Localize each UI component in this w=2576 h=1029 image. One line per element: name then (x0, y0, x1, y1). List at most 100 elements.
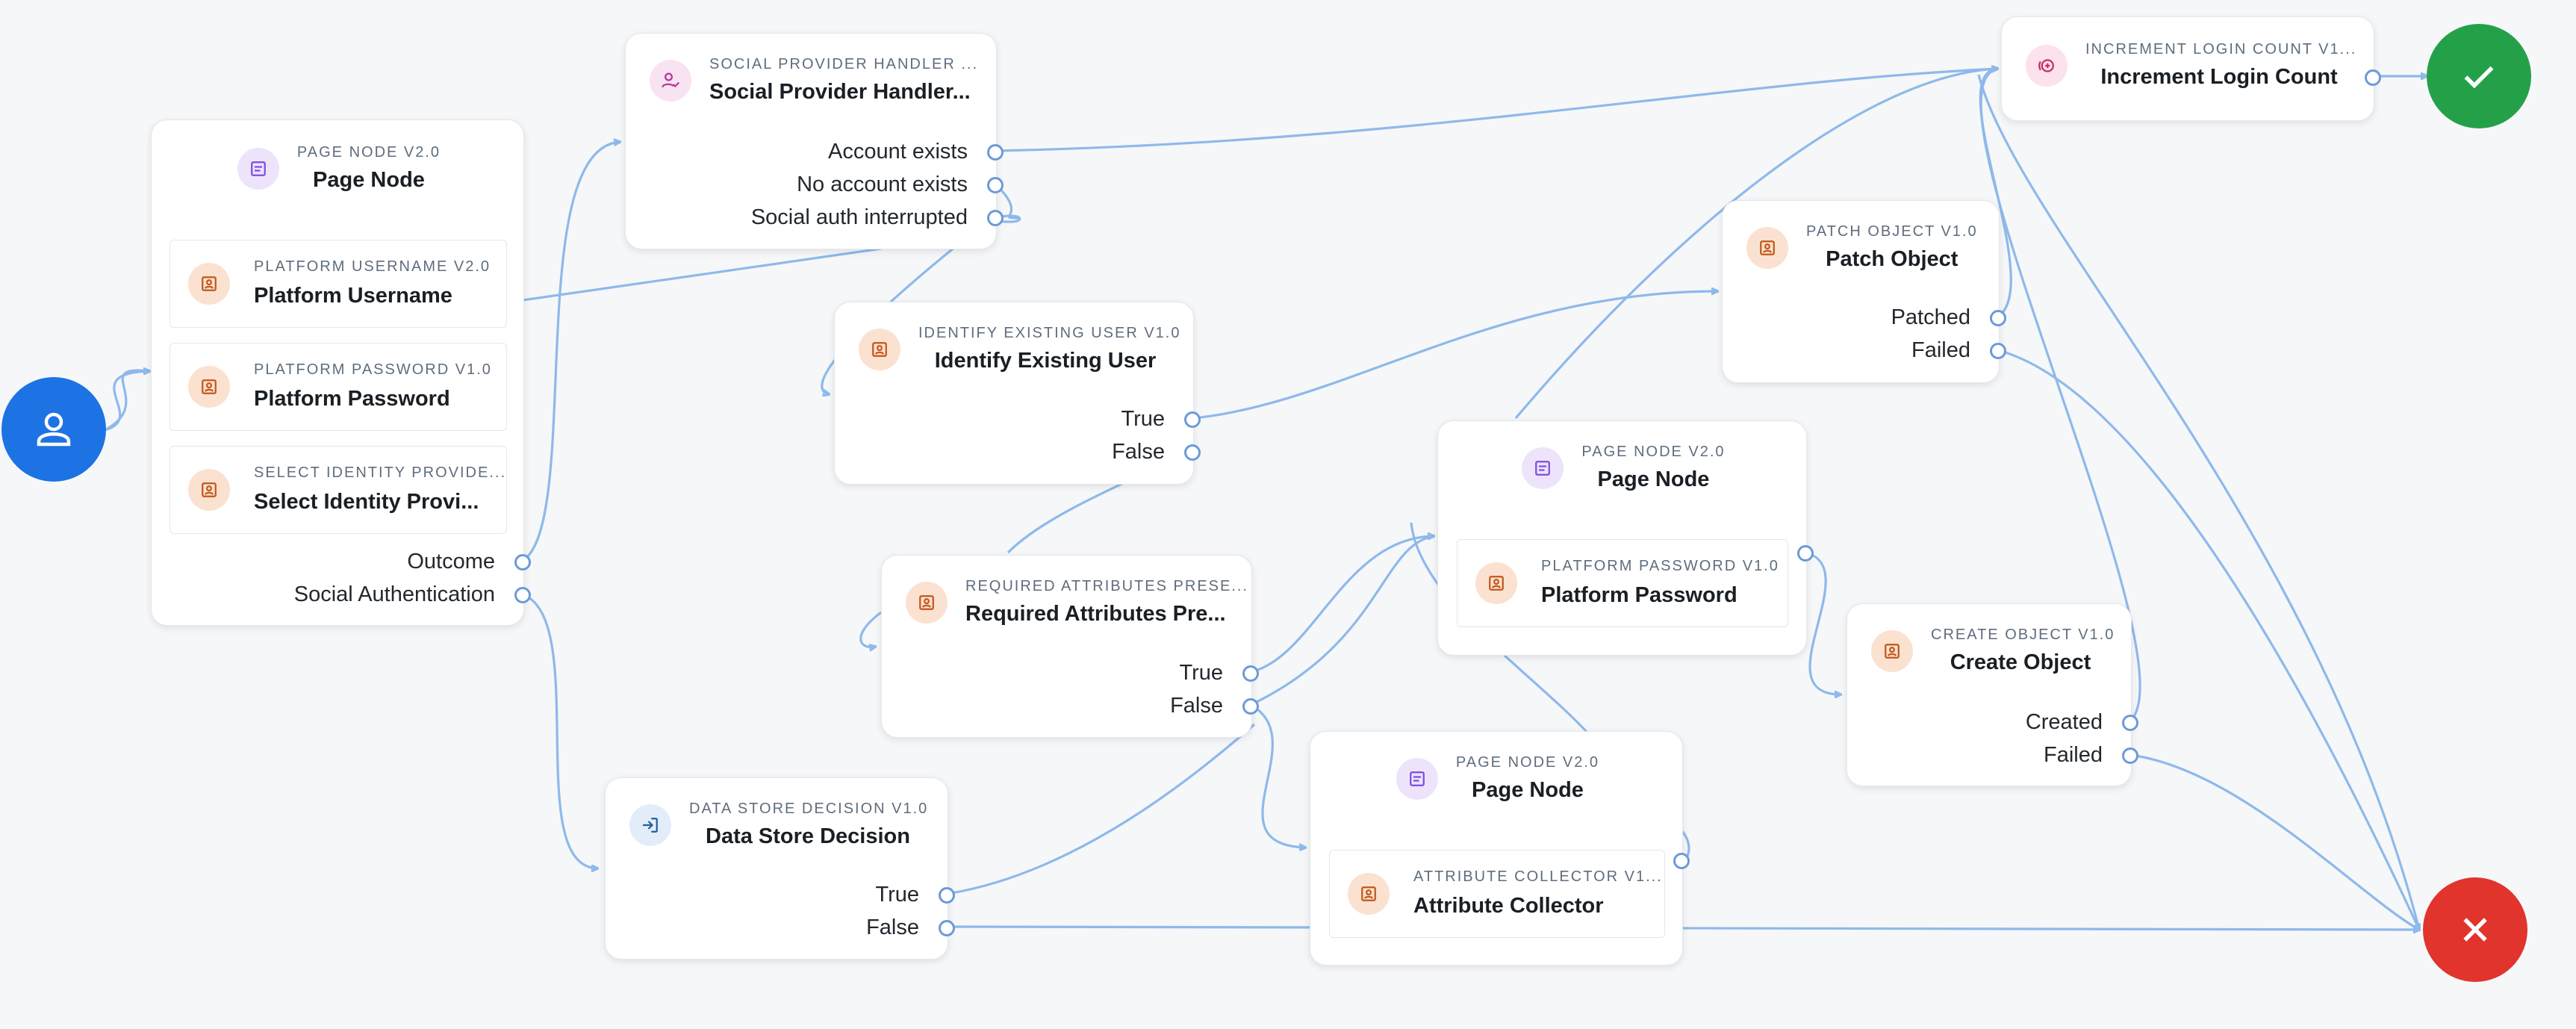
outcome-port-false[interactable]: False (1112, 435, 1201, 468)
outcome-label: Account exists (828, 140, 968, 164)
identify-existing-user-node[interactable]: IDENTIFY EXISTING USER V1.0 Identify Exi… (834, 302, 1201, 485)
outcome-port-failed[interactable]: Failed (1891, 334, 2006, 367)
child-subtitle: ATTRIBUTE COLLECTOR V1... (1413, 868, 1663, 885)
start-node[interactable] (1, 377, 106, 482)
failure-node[interactable] (2423, 877, 2527, 982)
person-card-icon (1871, 630, 1913, 672)
outcome-label: Social Authentication (293, 582, 495, 606)
check-icon (2464, 66, 2494, 89)
outcome-port-failed[interactable]: Failed (2026, 739, 2138, 771)
success-node[interactable] (2427, 24, 2531, 128)
node-title: Page Node (1597, 467, 1710, 491)
page-node-3[interactable]: PAGE NODE V2.0 Page Node ATTRIBUTE COLLE… (1310, 731, 1690, 966)
outcome-connector[interactable] (1184, 411, 1201, 428)
node-subtitle: CREATE OBJECT V1.0 (1931, 627, 2115, 643)
social-provider-handler-node[interactable]: SOCIAL PROVIDER HANDLER ... Social Provi… (625, 33, 1004, 249)
outcome-label: Failed (2044, 743, 2103, 767)
outcome-port-created[interactable]: Created (2025, 706, 2138, 739)
child-title: Attribute Collector (1413, 894, 1604, 918)
node-output-connector[interactable] (1673, 853, 1690, 869)
data-store-decision-node[interactable]: DATA STORE DECISION V1.0 Data Store Deci… (605, 777, 955, 960)
person-card-icon (906, 582, 948, 624)
outcome-connector[interactable] (1990, 343, 2006, 359)
page-icon (237, 148, 279, 190)
outcome-port-social-authentication[interactable]: Social Authentication (293, 578, 531, 611)
child-subtitle: SELECT IDENTITY PROVIDE... (254, 464, 506, 481)
outcome-port-social-auth-interrupted[interactable]: Social auth interrupted (750, 201, 1004, 234)
child-node-select-identity-provider[interactable]: SELECT IDENTITY PROVIDE... Select Identi… (169, 446, 507, 534)
user-check-icon (650, 60, 691, 102)
outcome-connector[interactable] (987, 144, 1004, 161)
outcome-connector[interactable] (2122, 715, 2138, 731)
outcome-port-false[interactable]: False (866, 911, 955, 944)
child-title: Platform Password (254, 387, 450, 411)
outcome-label: True (1121, 407, 1165, 431)
child-node-attribute-collector[interactable]: ATTRIBUTE COLLECTOR V1... Attribute Coll… (1329, 850, 1665, 938)
outcome-port-no-account-exists[interactable]: No account exists (751, 168, 1004, 201)
outcome-connector[interactable] (2122, 747, 2138, 764)
outcome-connector[interactable] (1242, 665, 1259, 682)
node-subtitle: REQUIRED ATTRIBUTES PRESE... (965, 578, 1249, 594)
node-title: Identify Existing User (934, 349, 1157, 373)
node-title: Required Attributes Pre... (965, 602, 1226, 626)
node-output-connector[interactable] (1797, 545, 1814, 562)
outcome-label: False (1170, 694, 1223, 718)
outcome-port-false[interactable]: False (1170, 689, 1259, 722)
outcome-port-true[interactable]: True (1170, 656, 1259, 689)
increment-login-count-node[interactable]: INCREMENT LOGIN COUNT V1... Increment Lo… (2001, 16, 2381, 121)
outcome-connector[interactable] (939, 920, 955, 936)
outcome-connector[interactable] (987, 177, 1004, 193)
increment-icon (2026, 45, 2068, 87)
outcome-connector[interactable] (939, 887, 955, 904)
outcome-connector[interactable] (1184, 444, 1201, 461)
sign-in-icon (629, 804, 671, 846)
page-node-1[interactable]: PAGE NODE V2.0 Page Node PLATFORM USERNA… (151, 119, 531, 626)
child-subtitle: PLATFORM PASSWORD V1.0 (1541, 558, 1779, 574)
child-node-platform-password[interactable]: PLATFORM PASSWORD V1.0 Platform Password (169, 343, 507, 431)
user-icon (37, 412, 71, 447)
page-node-2[interactable]: PAGE NODE V2.0 Page Node PLATFORM PASSWO… (1437, 420, 1814, 656)
node-title: Increment Login Count (2100, 65, 2338, 89)
outcome-label: Social auth interrupted (750, 205, 968, 229)
outcome-connector[interactable] (1990, 310, 2006, 326)
page-icon (1396, 758, 1438, 800)
outcome-port-account-exists[interactable]: Account exists (751, 135, 1004, 168)
person-card-icon (188, 263, 230, 305)
person-card-icon (859, 329, 900, 370)
node-title: Page Node (313, 168, 425, 192)
outcome-port-true[interactable]: True (866, 878, 955, 911)
child-subtitle: PLATFORM PASSWORD V1.0 (254, 361, 492, 378)
outcome-connector[interactable] (514, 587, 531, 603)
child-title: Platform Password (1541, 583, 1737, 607)
outcome-port-outcome[interactable]: Outcome (294, 545, 531, 578)
node-title: Page Node (1472, 778, 1584, 802)
patch-object-node[interactable]: PATCH OBJECT V1.0 Patch Object Patched F… (1722, 200, 2006, 383)
child-node-platform-password[interactable]: PLATFORM PASSWORD V1.0 Platform Password (1457, 539, 1788, 627)
node-title: Social Provider Handler... (709, 80, 971, 104)
node-subtitle: INCREMENT LOGIN COUNT V1... (2085, 41, 2357, 57)
required-attributes-present-node[interactable]: REQUIRED ATTRIBUTES PRESE... Required At… (881, 555, 1259, 738)
node-title: Patch Object (1826, 247, 1959, 271)
outcome-label: True (1179, 661, 1223, 685)
outcome-port-patched[interactable]: Patched (1891, 301, 2006, 334)
outcome-connector[interactable] (1242, 698, 1259, 715)
outcome-label: Created (2025, 710, 2103, 734)
child-node-platform-username[interactable]: PLATFORM USERNAME V2.0 Platform Username (169, 240, 507, 328)
outcome-connector[interactable] (987, 210, 1004, 226)
node-subtitle: IDENTIFY EXISTING USER V1.0 (918, 325, 1181, 341)
outcome-label: Patched (1891, 305, 1970, 329)
person-card-icon (188, 469, 230, 511)
node-subtitle: PATCH OBJECT V1.0 (1806, 223, 1978, 240)
close-icon (2463, 918, 2487, 942)
outcome-port-true[interactable]: True (1112, 402, 1201, 435)
outcome-connector[interactable] (514, 554, 531, 571)
outcome-label: Outcome (407, 550, 495, 573)
person-card-icon (188, 366, 230, 408)
person-card-icon (1475, 562, 1517, 604)
outcome-label: Failed (1911, 338, 1970, 362)
create-object-node[interactable]: CREATE OBJECT V1.0 Create Object Created… (1847, 603, 2138, 786)
child-title: Platform Username (254, 284, 452, 308)
node-subtitle: SOCIAL PROVIDER HANDLER ... (709, 56, 978, 72)
person-card-icon (1348, 873, 1390, 915)
node-output-connector[interactable] (2365, 69, 2381, 86)
